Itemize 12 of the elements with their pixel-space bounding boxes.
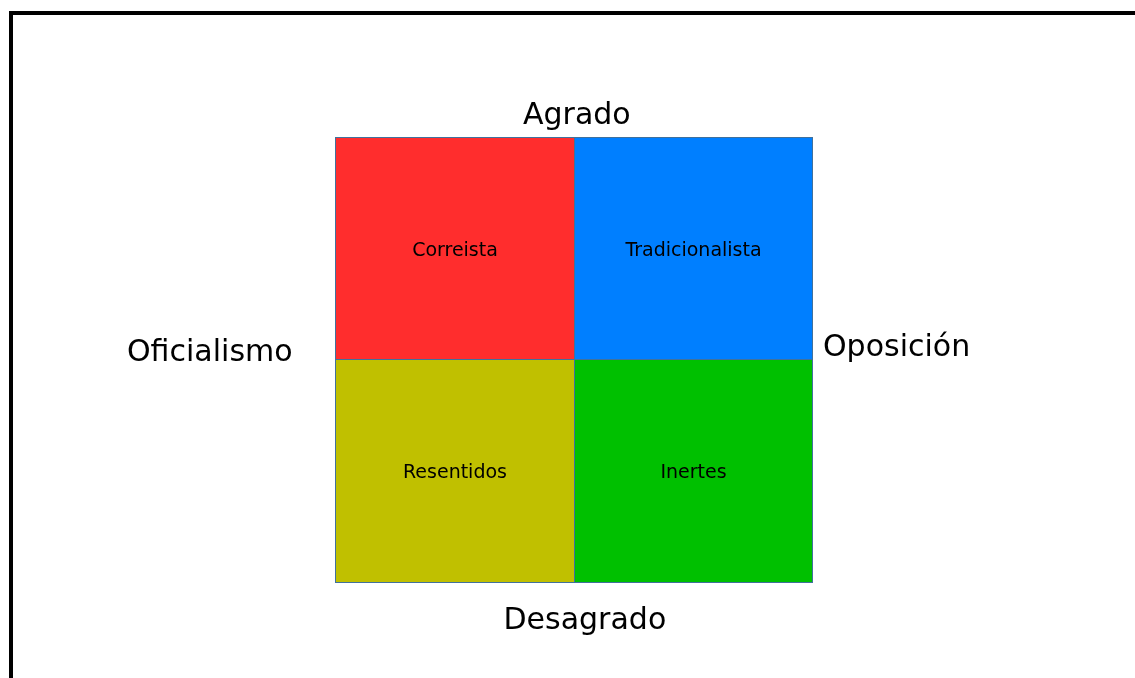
quadrant-box: [574, 359, 813, 583]
quadrant-box: [335, 137, 575, 360]
axis-label: Oficialismo: [127, 333, 293, 368]
quadrant-label: Resentidos: [403, 460, 507, 482]
quadrant-box: [335, 359, 575, 583]
quadrant-label: Correista: [412, 237, 498, 260]
axis-label: Desagrado: [503, 601, 667, 636]
quadrant-label: Inertes: [660, 460, 727, 482]
axis-label: Agrado: [523, 96, 631, 131]
quadrant-label: Tradicionalista: [625, 237, 762, 260]
axis-label: Oposición: [823, 328, 971, 363]
quadrant-box: [574, 137, 813, 360]
